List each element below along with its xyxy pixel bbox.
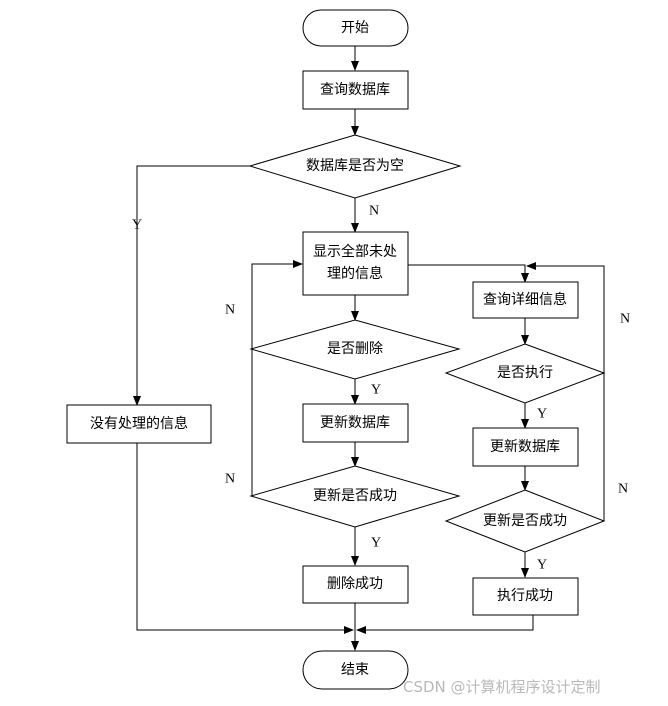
edge-delete-no (251, 260, 303, 349)
show-all-box (302, 231, 409, 296)
start-label: 开始 (341, 20, 369, 36)
update-left-no-label: N (225, 472, 235, 487)
execute-ok-box (472, 577, 579, 616)
query-db-label: 查询数据库 (320, 82, 390, 98)
start-terminal (302, 9, 409, 47)
delete-label: 是否删除 (327, 341, 383, 357)
update-db-left-box (302, 403, 409, 443)
execute-yes-label: Y (537, 407, 547, 422)
empty-yes-label: Y (132, 218, 142, 233)
db-empty-label: 数据库是否为空 (306, 158, 404, 174)
edge-show-detail (408, 264, 529, 283)
update-right-diamond (444, 489, 606, 553)
query-db-box (302, 70, 409, 110)
update-db-left-label: 更新数据库 (320, 415, 390, 431)
empty-no-label: N (369, 204, 379, 219)
update-right-yes-label: Y (537, 558, 547, 573)
execute-diamond (444, 343, 606, 404)
delete-ok-box (302, 565, 409, 604)
edge-empty-yes (133, 165, 250, 406)
no-records-label: 没有处理的信息 (90, 415, 188, 432)
execute-label: 是否执行 (497, 365, 553, 381)
edge-execute-ok-end (356, 615, 534, 634)
execute-no-label: N (620, 312, 630, 327)
edge-execute-no (526, 262, 605, 373)
delete-no-label: N (225, 303, 235, 318)
update-right-no-label: N (618, 482, 628, 497)
update-left-yes-label: Y (371, 536, 381, 551)
show-all-label-line2: 理的信息 (327, 265, 383, 282)
query-detail-label: 查询详细信息 (483, 291, 567, 308)
edge-noinfo-end (136, 443, 354, 634)
update-left-label: 更新是否成功 (313, 488, 397, 504)
end-label: 结束 (341, 662, 369, 678)
update-left-diamond (249, 465, 461, 528)
delete-diamond (249, 319, 461, 380)
db-empty-diamond (248, 134, 462, 199)
update-db-right-box (472, 427, 579, 467)
update-db-right-label: 更新数据库 (490, 439, 560, 455)
delete-yes-label: Y (371, 383, 381, 398)
query-detail-box (472, 281, 579, 319)
execute-ok-label: 执行成功 (497, 588, 553, 604)
delete-ok-label: 删除成功 (327, 576, 383, 592)
no-records-box (66, 404, 212, 444)
show-all-label-line1: 显示全部未处 (313, 243, 397, 260)
update-right-label: 更新是否成功 (483, 513, 567, 529)
watermark: CSDN @计算机程序设计定制 (403, 678, 601, 696)
end-terminal (302, 650, 409, 690)
